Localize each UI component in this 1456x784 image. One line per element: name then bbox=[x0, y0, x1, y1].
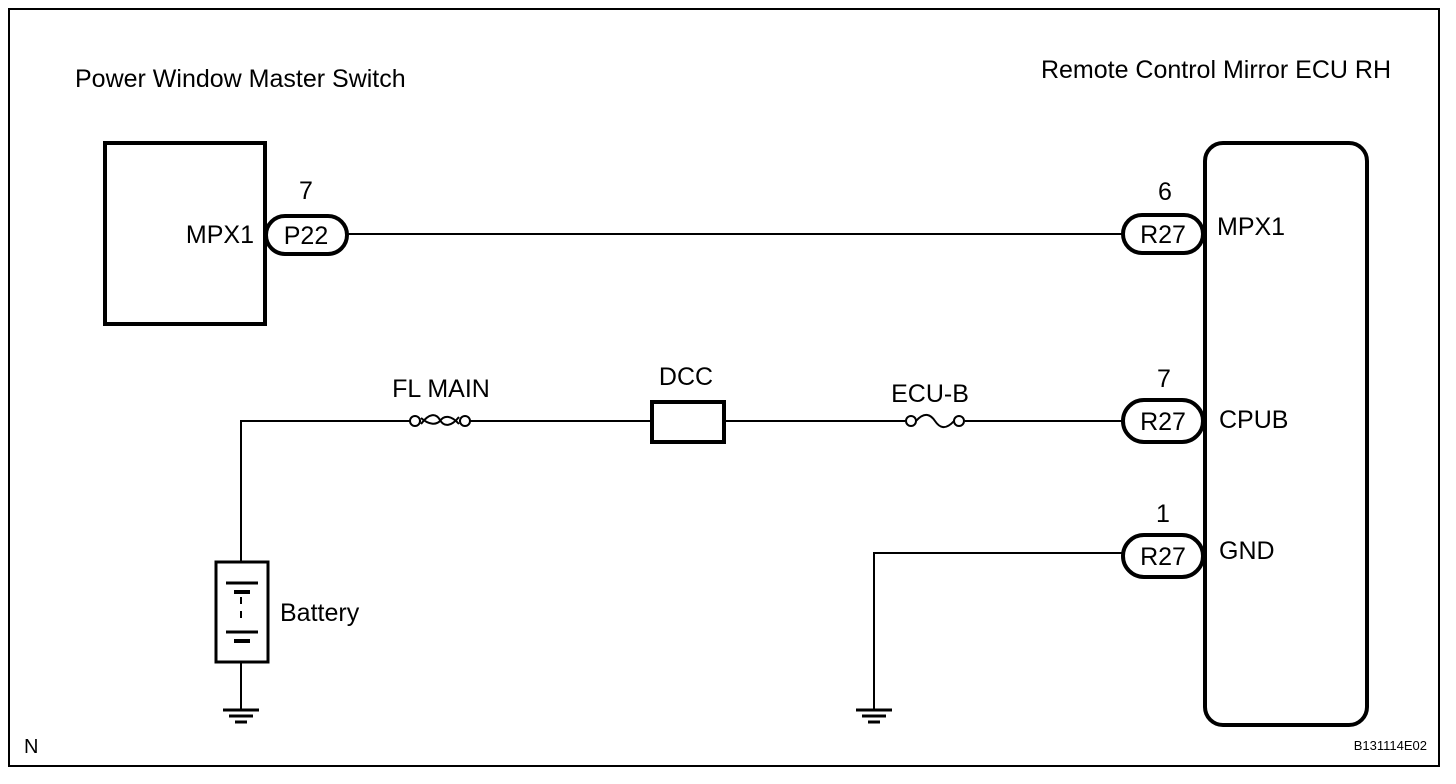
figure-code: B131114E02 bbox=[1354, 738, 1427, 753]
ground-icon-battery bbox=[223, 708, 259, 724]
corner-mark: N bbox=[24, 736, 38, 758]
mirror-ecu-box bbox=[1203, 141, 1369, 727]
ecu-terminal-mpx1: MPX1 bbox=[1217, 213, 1285, 241]
connector-p22-pin: 7 bbox=[299, 177, 313, 205]
master-switch-box bbox=[103, 141, 267, 326]
connector-r27-mpx1-pin: 6 bbox=[1158, 178, 1172, 206]
fl-main-fuse-icon bbox=[409, 414, 471, 427]
power-wire bbox=[240, 420, 1123, 710]
connector-r27-mpx1: R27 bbox=[1121, 213, 1205, 255]
master-switch-terminal-mpx1: MPX1 bbox=[186, 221, 254, 249]
ecu-b-fuse-icon bbox=[905, 414, 965, 428]
ecu-terminal-cpub: CPUB bbox=[1219, 406, 1288, 434]
connector-r27-cpub-id: R27 bbox=[1140, 408, 1186, 436]
ecu-b-label: ECU-B bbox=[891, 380, 969, 408]
connector-p22-id: P22 bbox=[284, 222, 328, 250]
connector-r27-gnd-pin: 1 bbox=[1156, 500, 1170, 528]
master-switch-title: Power Window Master Switch bbox=[75, 65, 406, 93]
connector-r27-cpub: R27 bbox=[1121, 398, 1205, 444]
connector-r27-mpx1-id: R27 bbox=[1140, 221, 1186, 249]
dcc-label: DCC bbox=[659, 363, 713, 391]
fl-main-label: FL MAIN bbox=[392, 375, 490, 403]
dcc-fuse-icon bbox=[650, 400, 726, 444]
gnd-wire bbox=[873, 552, 1123, 710]
ecu-terminal-gnd: GND bbox=[1219, 537, 1275, 565]
connector-r27-gnd-id: R27 bbox=[1140, 543, 1186, 571]
diagram-frame bbox=[8, 8, 1440, 767]
mirror-ecu-title: Remote Control Mirror ECU RH bbox=[1041, 56, 1391, 84]
battery-label: Battery bbox=[280, 599, 360, 627]
connector-p22: P22 bbox=[264, 214, 349, 256]
ground-icon-ecu bbox=[856, 708, 892, 724]
connector-r27-cpub-pin: 7 bbox=[1157, 365, 1171, 393]
connector-r27-gnd: R27 bbox=[1121, 533, 1205, 579]
battery-icon bbox=[214, 560, 270, 664]
